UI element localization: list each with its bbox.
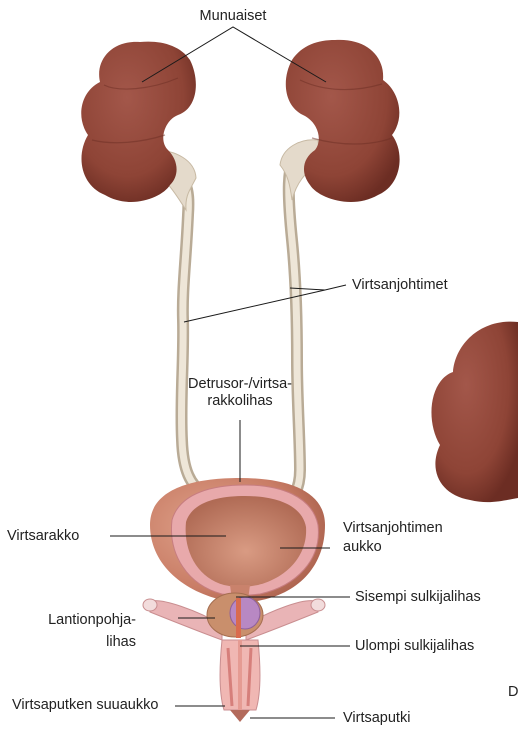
label-urethral-opening: Virtsaputken suuaukko [12, 697, 158, 714]
label-detrusor-line1: Detrusor-/virtsa- [140, 376, 340, 393]
label-ureter-opening-line1: Virtsanjohtimen [343, 520, 443, 537]
label-kidneys: Munuaiset [183, 8, 283, 25]
label-ureter-opening-line2: aukko [343, 539, 382, 556]
label-urethra: Virtsaputki [343, 710, 410, 727]
label-pelvic-floor-line1: Lantionpohja- [0, 612, 136, 629]
label-internal-sphincter: Sisempi sulkijalihas [355, 589, 481, 606]
cropped-kidney-shape [431, 322, 518, 503]
label-cropped-letter: D [508, 684, 518, 701]
label-external-sphincter: Ulompi sulkijalihas [355, 638, 474, 655]
label-pelvic-floor-line2: lihas [0, 634, 136, 651]
label-detrusor-line2: rakkolihas [140, 393, 340, 410]
label-ureters: Virtsanjohtimet [352, 277, 448, 294]
label-bladder: Virtsarakko [7, 528, 79, 545]
